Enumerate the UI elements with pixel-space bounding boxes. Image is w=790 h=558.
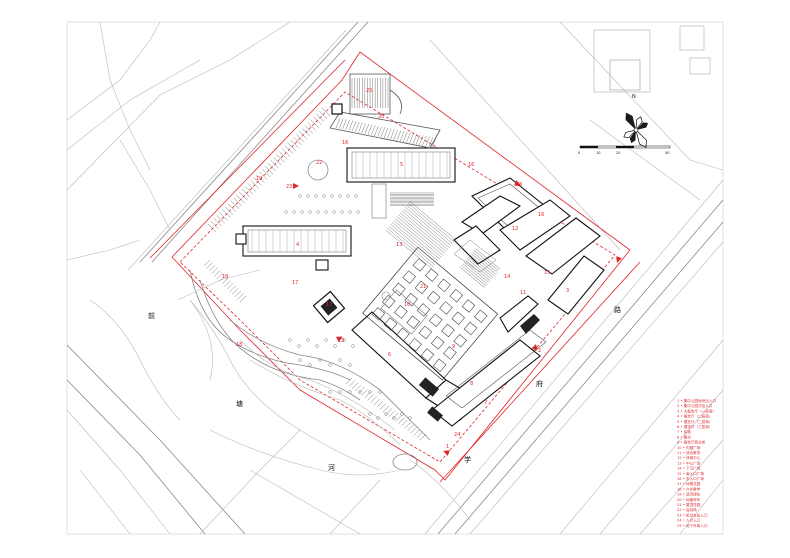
plan-number: 5 bbox=[400, 162, 403, 168]
legend-item: 3 • 大报告厅（一层商） bbox=[677, 408, 716, 413]
plan-number: 15 bbox=[544, 270, 550, 276]
scale-bar: 0 10 20 50 bbox=[578, 145, 671, 155]
plan-number: 17 bbox=[292, 280, 298, 286]
plan-number: 20 bbox=[378, 114, 384, 120]
plan-number: 6 bbox=[388, 352, 391, 358]
legend-item: 22 • 运动场 bbox=[677, 507, 697, 512]
plan-number: 8 bbox=[534, 346, 537, 352]
plan-number: 14 bbox=[504, 274, 510, 280]
site-boundary bbox=[149, 51, 641, 483]
legend-item: 24 • 人行入口 bbox=[677, 518, 701, 523]
legend-item: 10 • 内庭广场 bbox=[677, 445, 701, 450]
road-label-fu: 府 bbox=[536, 379, 543, 388]
legend-item: 2 • 集中公园次出入口 bbox=[677, 403, 713, 408]
plan-number: 23 bbox=[338, 338, 344, 344]
courtyard-grid bbox=[362, 246, 499, 381]
legend-item: 7 • 实验 bbox=[677, 429, 691, 434]
plan-number: 16 bbox=[342, 140, 348, 146]
legend-item: 4 • 报告厅（二层商） bbox=[677, 414, 712, 419]
scale-tick: 20 bbox=[616, 151, 620, 155]
legend-item: 21 • 屋顶花园 bbox=[677, 502, 701, 507]
building-east-complex bbox=[453, 177, 605, 334]
pavilion bbox=[312, 290, 346, 324]
road-label-tang: 塘 bbox=[236, 399, 243, 408]
legend-item: 1 • 集中公园地块出入口 bbox=[677, 398, 716, 403]
legend-item: 23 • 机动车出入口 bbox=[677, 512, 708, 517]
legend-item: 14 • 下沉广场 bbox=[677, 466, 701, 471]
building-lecture-west bbox=[242, 225, 352, 257]
context-lines bbox=[66, 21, 724, 535]
legend-item: 13 • 中心广场 bbox=[677, 460, 701, 465]
plan-number: 13 bbox=[396, 242, 402, 248]
plan-number: 11 bbox=[520, 290, 526, 296]
garage-entry bbox=[349, 73, 391, 115]
legend-item: 15 • 南入口广场 bbox=[677, 471, 704, 476]
scale-tick: 0 bbox=[578, 151, 580, 155]
plan-number: 19 bbox=[222, 274, 228, 280]
plan-number: 21 bbox=[420, 284, 426, 290]
plan-number: 8 bbox=[470, 381, 473, 387]
plan-number: 7 bbox=[484, 400, 487, 406]
plan-number: 17 bbox=[326, 302, 332, 308]
plan-number: 23 bbox=[516, 182, 522, 188]
building-main-south bbox=[351, 311, 547, 427]
road-label-qian: 前 bbox=[148, 311, 155, 320]
plan-number: 22 bbox=[316, 160, 322, 166]
legend-item: 12 • 体育中心 bbox=[677, 455, 701, 460]
legend-item: 6 • 展览厅（三层商） bbox=[677, 424, 712, 429]
legend-item: 9 • 报告厅商业街 bbox=[677, 440, 706, 445]
landscape-paths bbox=[177, 269, 431, 476]
plan-numbers: 1234567891011121314151617181920212223242… bbox=[222, 88, 569, 450]
central-stairs bbox=[371, 183, 501, 335]
drawing-frame bbox=[66, 21, 724, 535]
road-label-lu: 路 bbox=[614, 305, 621, 314]
plan-number: 16 bbox=[468, 162, 474, 168]
north-label: N bbox=[632, 94, 636, 100]
plan-number: 19 bbox=[256, 176, 262, 182]
plan-number: 16 bbox=[538, 212, 544, 218]
road-label-xue: 学 bbox=[464, 455, 471, 464]
plan-number: 4 bbox=[296, 242, 299, 248]
legend-item: 5 • 展览厅（二层商） bbox=[677, 419, 712, 424]
legend-item: 25 • 地下车库入口 bbox=[677, 523, 708, 528]
plan-number: 9 bbox=[452, 344, 455, 350]
legend-item: 17 • 休憩花园 bbox=[677, 481, 701, 486]
entrance-markers bbox=[293, 180, 622, 456]
north-parking bbox=[329, 111, 441, 149]
scale-tick: 10 bbox=[596, 151, 600, 155]
plan-number: 3 bbox=[566, 288, 569, 294]
legend-item: 11 • 综合教学 bbox=[677, 450, 701, 455]
legend-item: 8 • 图书 bbox=[677, 434, 691, 439]
plan-number: 10 bbox=[404, 302, 410, 308]
plan-number: 25 bbox=[366, 88, 372, 94]
north-arrow bbox=[623, 112, 649, 148]
building-exhibition-north bbox=[346, 147, 456, 183]
scale-tick: 50 bbox=[665, 151, 669, 155]
trees bbox=[284, 159, 412, 420]
road-label-he: 河 bbox=[328, 464, 335, 472]
plan-number: 2 bbox=[538, 348, 541, 354]
plan-number: 24 bbox=[454, 432, 460, 438]
plan-number: 12 bbox=[512, 226, 518, 232]
legend-item: 16 • 东入口广场 bbox=[677, 476, 704, 481]
plan-number: 18 bbox=[236, 342, 242, 348]
parking-stripes bbox=[203, 107, 427, 441]
legend-item: 18 • 户外教学 bbox=[677, 486, 701, 491]
plan-number: 23 bbox=[286, 184, 292, 190]
plan-number: 1 bbox=[446, 444, 449, 450]
legend-item: 19 • 滨河绿化 bbox=[677, 492, 701, 497]
legend-item: 20 • 地面停车 bbox=[677, 497, 701, 502]
